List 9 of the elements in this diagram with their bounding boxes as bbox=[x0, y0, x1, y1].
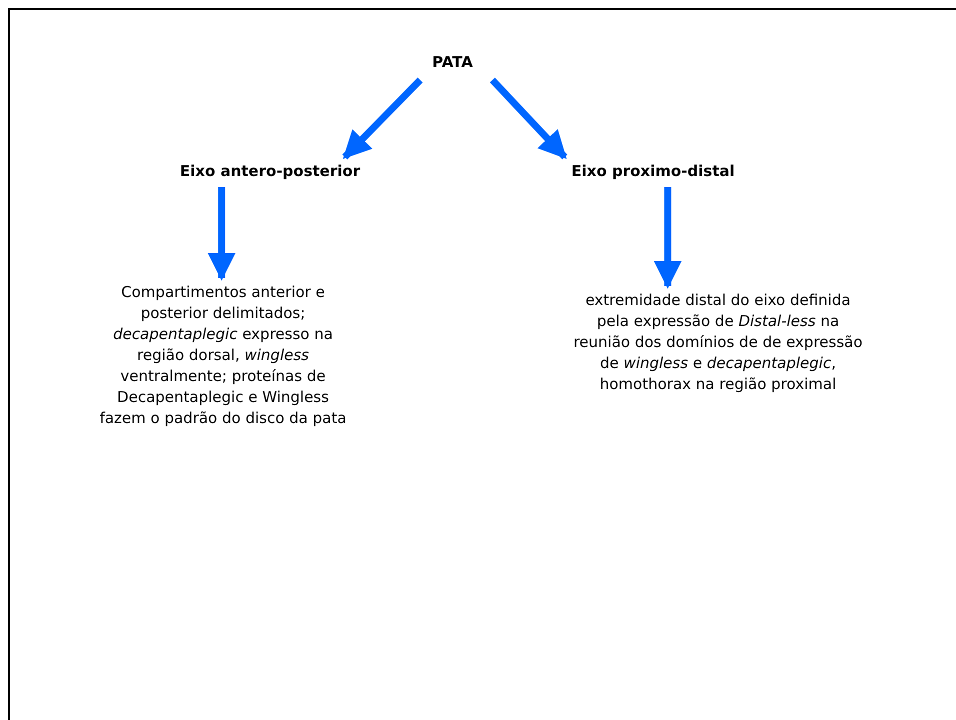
arrow bbox=[490, 78, 568, 160]
arrow bbox=[654, 187, 682, 289]
arrow bbox=[342, 78, 423, 160]
axis-heading: Eixo antero-posterior bbox=[178, 161, 362, 182]
description-text: Compartimentos anterior e posterior delimitados; decapentaplegic expresso na região dorsal, wingless ventralmente; proteínas de Decapentaplegic e Wingless fazem o padrão do disco da pata bbox=[98, 282, 348, 429]
description-text: extremidade distal do eixo definida pela expressão de Distal-less na reunião dos domínios de de expressão de wingless e decapentaplegic, homothorax na região proximal bbox=[572, 290, 864, 395]
arrow bbox=[208, 187, 236, 281]
title-label: PATA bbox=[431, 52, 474, 73]
axis-heading: Eixo proximo-distal bbox=[570, 161, 736, 182]
